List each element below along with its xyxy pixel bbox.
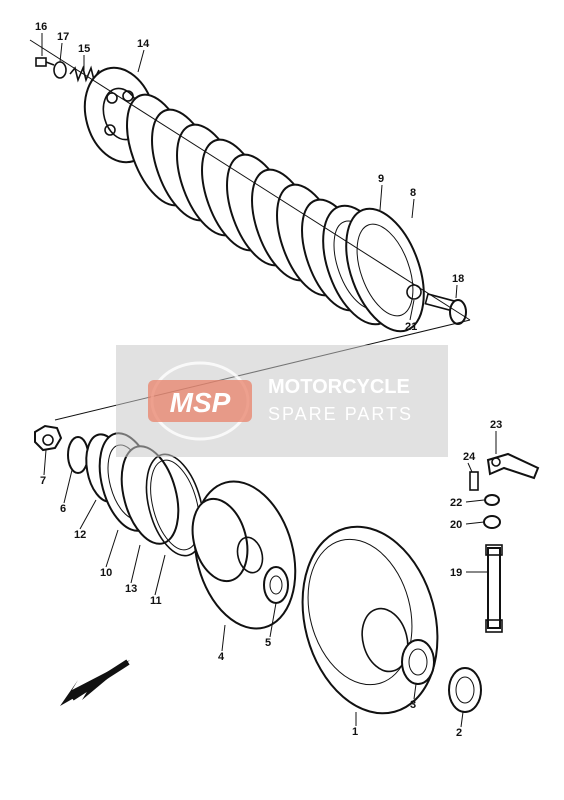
callout-13: 13 — [125, 583, 137, 595]
spacer-2 — [448, 667, 482, 713]
callouts: 16 17 15 14 9 8 18 21 7 6 12 10 13 11 4 … — [35, 21, 502, 739]
callout-16: 16 — [35, 21, 47, 33]
callout-18: 18 — [452, 273, 464, 285]
clutch-hub-plate-8 — [345, 207, 425, 333]
callout-15: 15 — [78, 43, 90, 55]
washer-6 — [67, 436, 89, 474]
callout-17: 17 — [57, 31, 69, 43]
watermark-line1: MOTORCYCLE — [268, 376, 410, 398]
callout-22: 22 — [450, 497, 462, 509]
callout-5: 5 — [265, 637, 271, 649]
callout-2: 2 — [456, 727, 462, 739]
thrust-washer-5 — [263, 566, 289, 604]
screw-24 — [469, 471, 479, 491]
callout-11: 11 — [150, 595, 162, 607]
callout-4: 4 — [218, 651, 225, 663]
primary-driven-gear-1 — [301, 525, 439, 715]
axis-line-upper — [29, 39, 471, 321]
callout-21: 21 — [405, 321, 417, 333]
callout-6: 6 — [60, 503, 66, 515]
washer-20 — [483, 515, 501, 529]
bearing-21 — [406, 284, 422, 300]
msp-logo-icon: MSP — [148, 361, 252, 441]
callout-14: 14 — [137, 38, 150, 50]
nut-7 — [34, 424, 63, 452]
callout-10: 10 — [100, 567, 112, 579]
push-piece-18 — [424, 293, 467, 325]
callout-24: 24 — [463, 451, 476, 463]
callout-8: 8 — [410, 187, 416, 199]
callout-23: 23 — [490, 419, 502, 431]
callout-1: 1 — [352, 726, 358, 738]
washer-17 — [53, 61, 67, 79]
callout-3: 3 — [410, 699, 416, 711]
release-arm-23 — [486, 452, 540, 480]
leader-lines — [41, 33, 497, 728]
callout-19: 19 — [450, 567, 462, 579]
callout-7: 7 — [40, 475, 46, 487]
watermark-logo-text: MSP — [170, 387, 231, 418]
release-shaft-19 — [485, 544, 503, 633]
watermark: MSP MOTORCYCLE SPARE PARTS — [116, 345, 448, 457]
callout-9: 9 — [378, 173, 384, 185]
needle-bearing-3 — [401, 639, 435, 685]
bolt-16 — [35, 57, 55, 67]
callout-12: 12 — [74, 529, 86, 541]
front-direction-arrow-icon — [60, 659, 130, 706]
washer-22 — [484, 494, 500, 506]
watermark-line2: SPARE PARTS — [268, 404, 413, 424]
callout-20: 20 — [450, 519, 462, 531]
